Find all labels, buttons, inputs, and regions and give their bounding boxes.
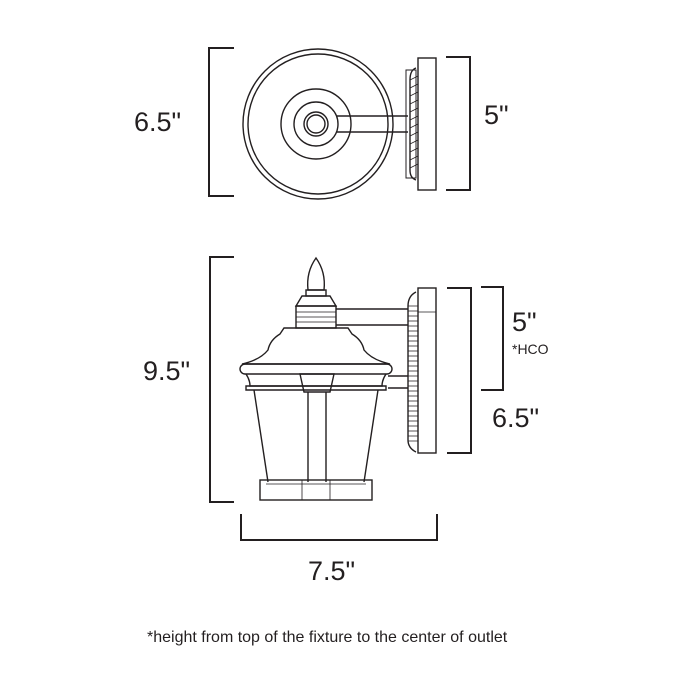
top-backplate-label: 5" [484,100,509,130]
hco-label: *HCO [512,341,549,357]
hco-dimension-label: 5" [512,307,537,337]
front-height-label: 9.5" [143,356,191,386]
top-width-label: 6.5" [134,107,182,137]
top-view [208,47,471,200]
front-width-label: 7.5" [308,556,356,586]
backplate-height-label: 6.5" [492,403,540,433]
footnote: *height from top of the fixture to the c… [147,629,508,646]
front-view [209,256,504,541]
